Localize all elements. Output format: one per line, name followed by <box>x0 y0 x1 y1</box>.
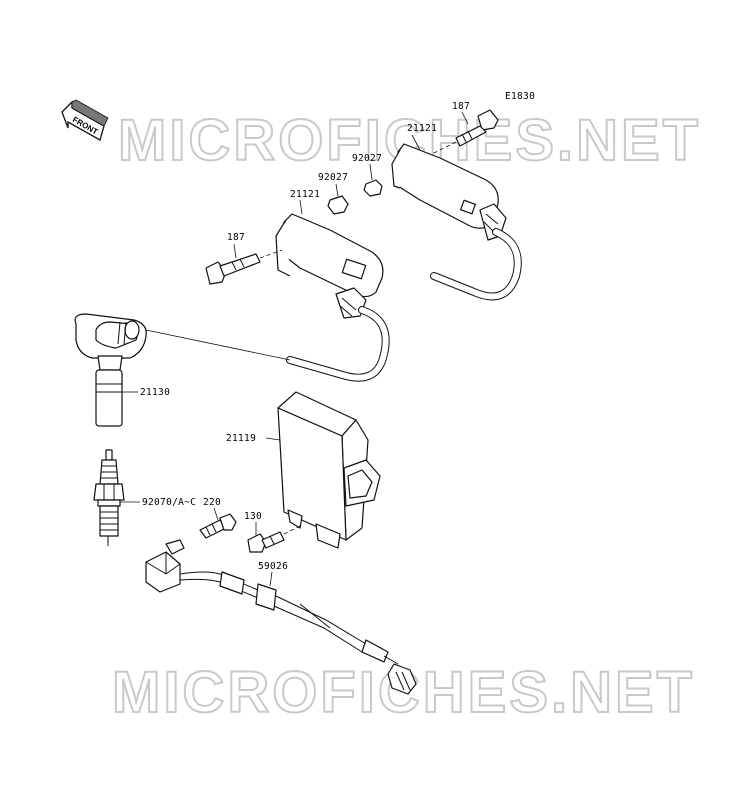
label-92027-mid: 92027 <box>318 172 348 183</box>
igniter-21119 <box>265 391 381 549</box>
bolt-130 <box>247 522 301 553</box>
label-92027-top: 92027 <box>352 153 382 164</box>
bolt-220 <box>199 507 237 539</box>
diagram-code: E1830 <box>505 91 535 102</box>
collar-92027-top <box>363 163 383 197</box>
ignition-coil-mid <box>145 199 390 382</box>
collar-92027-mid <box>327 183 349 215</box>
spark-plug-92070 <box>93 449 140 546</box>
label-92070: 92070/A~C <box>142 497 196 508</box>
harness-59026 <box>145 539 417 695</box>
bolt-187-mid <box>205 243 283 285</box>
label-21130: 21130 <box>140 387 170 398</box>
bolt-187-top <box>431 109 499 155</box>
label-187-mid: 187 <box>227 232 245 243</box>
front-arrow-icon: FRONT <box>61 99 109 141</box>
label-59026: 59026 <box>258 561 288 572</box>
label-21121-top: 21121 <box>407 123 437 134</box>
ignition-coil-top <box>391 134 522 301</box>
label-21121-mid: 21121 <box>290 189 320 200</box>
label-130: 130 <box>244 511 262 522</box>
label-220: 220 <box>203 497 221 508</box>
label-21119: 21119 <box>226 433 256 444</box>
label-187-top: 187 <box>452 101 470 112</box>
plug-cap-21130 <box>74 313 147 427</box>
